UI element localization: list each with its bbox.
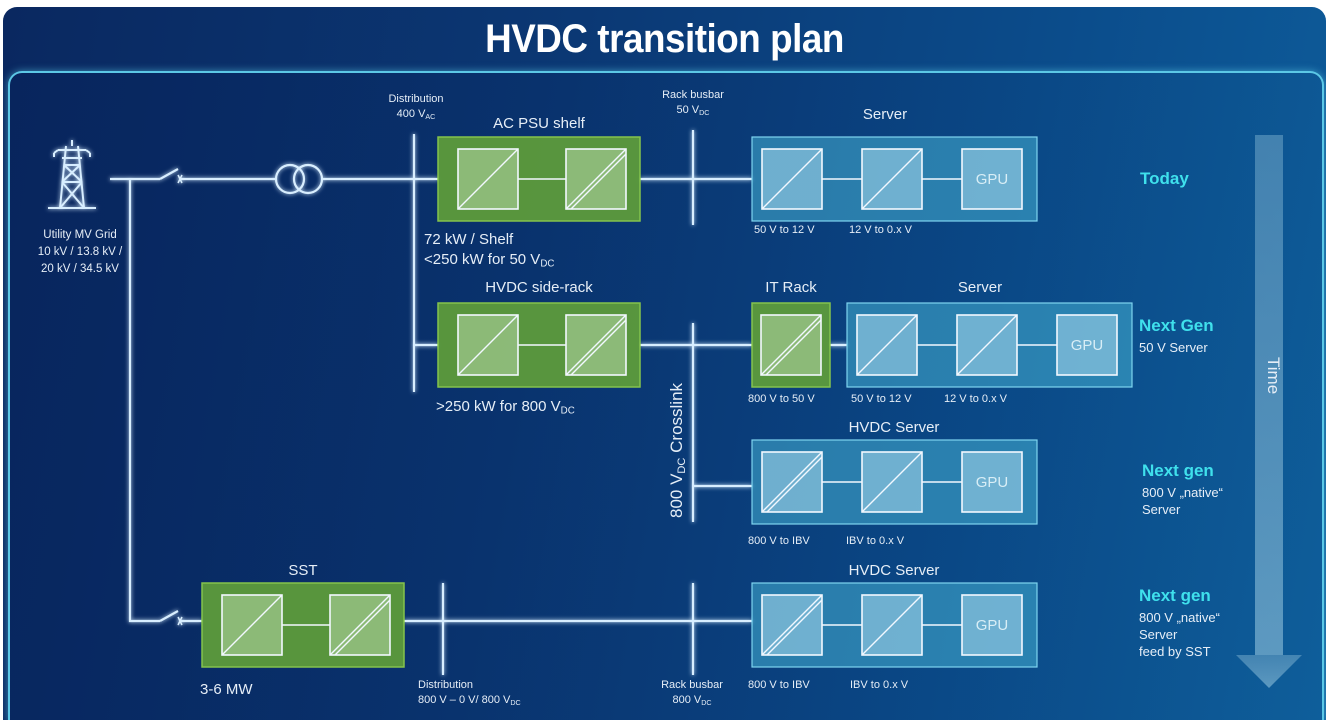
distribution-dc-title: Distribution	[418, 679, 474, 691]
server-label-row1: Server	[862, 106, 908, 123]
rack-busbar-50-title: Rack busbar	[662, 89, 724, 101]
side-line-row4-3: feed by SST	[1139, 644, 1211, 659]
distribution-dc-label: Distribution 800 V – 0 V/ 800 VDC	[418, 678, 521, 711]
stage-label-row3-1: 800 V to IBV	[748, 535, 810, 547]
hvdc-side-rack-note: >250 kW for 800 VDC	[436, 398, 575, 417]
transformer-icon	[274, 163, 324, 195]
rack-busbar-50-label: Rack busbar 50 VDC	[662, 88, 724, 121]
rack-busbar-800-voltage: 800 VDC	[672, 694, 712, 707]
dcdc-converter-diagonal-2	[765, 319, 822, 376]
stage-label-row2-1: 50 V to 12 V	[851, 393, 912, 405]
side-title-row4: Next gen	[1139, 586, 1211, 605]
switch-icon	[159, 168, 276, 184]
grid-label: Utility MV Grid 10 kV / 13.8 kV / 20 kV …	[38, 227, 122, 278]
gpu-label: GPU	[1071, 337, 1104, 354]
dcdc-converter-diagonal	[956, 314, 1018, 376]
acdc-converter-diagonal	[457, 148, 519, 210]
gpu-label: GPU	[976, 474, 1009, 491]
dcdc-converter-diagonal	[861, 148, 923, 210]
sst-power-label: 3-6 MW	[200, 681, 253, 698]
gpu-label: GPU	[976, 617, 1009, 634]
dcdc-converter-diagonal	[861, 451, 923, 513]
ac-psu-shelf-label: AC PSU shelf	[493, 115, 585, 132]
dcdc-converter-diagonal	[760, 314, 822, 376]
side-title-row3: Next gen	[1142, 461, 1214, 480]
gpu-label: GPU	[976, 171, 1009, 188]
distribution-ac-voltage: 400 VAC	[396, 108, 436, 121]
page-title: HVDC transition plan	[485, 17, 844, 61]
time-arrow	[1236, 135, 1302, 688]
side-title-row2: Next Gen	[1139, 316, 1214, 335]
stage-label-row4-1: 800 V to IBV	[748, 679, 810, 691]
gpu-block	[961, 594, 1023, 656]
grid-title: Utility MV Grid	[43, 229, 117, 241]
sst-label: SST	[288, 562, 318, 579]
dcdc-converter-diagonal-2	[766, 599, 823, 656]
transmission-tower-icon	[48, 140, 96, 209]
dcdc-converter-diagonal	[761, 594, 823, 656]
grid-voltage-1: 10 kV / 13.8 kV /	[37, 246, 123, 258]
side-title-row1: Today	[1140, 169, 1189, 188]
dcdc-converter-diagonal-2	[570, 153, 627, 210]
side-line-row4-2: Server	[1139, 627, 1178, 642]
grid-voltage-2: 20 kV / 34.5 kV	[40, 263, 119, 275]
acdc-converter-diagonal	[221, 594, 283, 656]
side-line-row4-1: 800 V „native“	[1139, 610, 1220, 625]
switch-icon	[159, 610, 202, 626]
gpu-block	[961, 451, 1023, 513]
gpu-block	[1056, 314, 1118, 376]
server-label-row3: HVDC Server	[848, 419, 940, 436]
distribution-ac-title: Distribution	[388, 93, 444, 105]
stage-label-row4-2: IBV to 0.x V	[850, 679, 909, 691]
dcdc-converter-diagonal	[761, 148, 823, 210]
dcdc-converter-diagonal	[329, 594, 391, 656]
stage-label-row1-2: 12 V to 0.x V	[849, 224, 912, 236]
stage-label-row2-2: 12 V to 0.x V	[944, 393, 1007, 405]
crosslink-label: 800 VDC Crosslink	[667, 382, 688, 518]
it-rack-label: IT Rack	[765, 279, 817, 296]
dcdc-converter-diagonal-2	[570, 319, 627, 376]
ac-psu-shelf-note-1: 72 kW / Shelf	[424, 231, 514, 248]
rack-busbar-50-voltage: 50 VDC	[676, 104, 710, 117]
gpu-block	[961, 148, 1023, 210]
ac-psu-shelf-note-2: <250 kW for 50 VDC	[424, 251, 555, 270]
dcdc-converter-diagonal	[565, 314, 627, 376]
dcdc-converter-diagonal-2	[766, 456, 823, 513]
stage-label-row3-2: IBV to 0.x V	[846, 535, 905, 547]
side-line-row3-1: 800 V „native“	[1142, 485, 1223, 500]
ac-psu-shelf-notes: 72 kW / Shelf <250 kW for 50 VDC	[424, 230, 554, 274]
time-label: Time	[1264, 357, 1283, 395]
it-rack-stage-label: 800 V to 50 V	[748, 393, 815, 405]
acdc-converter-diagonal	[457, 314, 519, 376]
dcdc-converter-diagonal-2	[334, 599, 391, 656]
dcdc-converter-diagonal	[856, 314, 918, 376]
dcdc-converter-diagonal	[565, 148, 627, 210]
side-line-row2-1: 50 V Server	[1139, 340, 1208, 355]
server-label-row2: Server	[957, 279, 1003, 296]
distribution-ac-label: Distribution 400 VAC	[388, 92, 443, 125]
rack-busbar-800-title: Rack busbar	[661, 679, 723, 691]
server-label-row4: HVDC Server	[848, 562, 940, 579]
hvdc-side-rack-label: HVDC side-rack	[485, 279, 593, 296]
side-line-row3-2: Server	[1142, 502, 1181, 517]
distribution-dc-voltage: 800 V – 0 V/ 800 VDC	[418, 694, 521, 707]
dcdc-converter-diagonal	[861, 594, 923, 656]
dcdc-converter-diagonal	[761, 451, 823, 513]
sst-feeder-line	[128, 179, 160, 623]
rack-busbar-800-label: Rack busbar 800 VDC	[661, 678, 723, 711]
stage-label-row1-1: 50 V to 12 V	[754, 224, 815, 236]
